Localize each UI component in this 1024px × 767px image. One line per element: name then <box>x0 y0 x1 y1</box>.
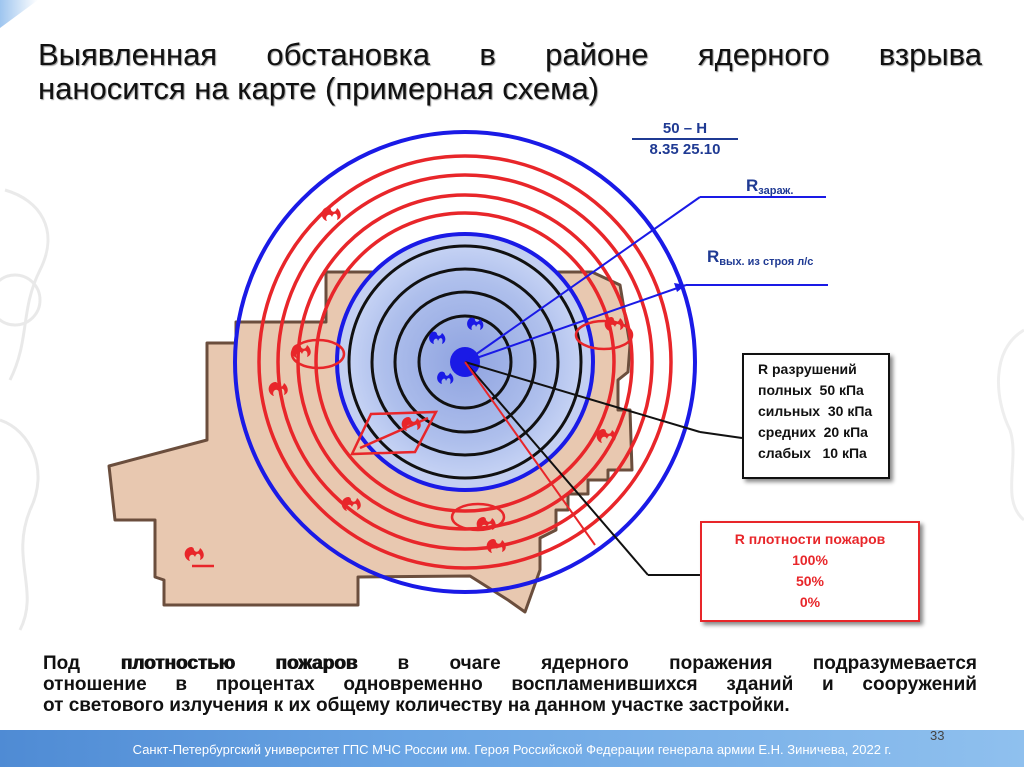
definition-line-2: отношение в процентах одновременно воспл… <box>43 674 977 695</box>
definition-line-3: от светового излучения к их общему колич… <box>43 695 790 716</box>
radius-pointer-lines <box>464 196 828 576</box>
footer-bar: Санкт-Петербургский университет ГПС МЧС … <box>0 730 1024 767</box>
destruction-row-strong: сильных 30 кПа <box>758 403 873 419</box>
fire-density-ring-4 <box>314 211 616 513</box>
title-line-2: наносится на карте (примерная схема) <box>38 71 599 106</box>
definition-line-1: Под плотностью пожаров в очаге ядерного … <box>43 653 977 674</box>
watermark-emblem-right <box>997 328 1024 522</box>
fire-density-ring-outer <box>257 154 673 570</box>
map-diagram <box>107 130 828 614</box>
contamination-radius-subscript: зараж. <box>758 185 794 197</box>
casualty-radius-subscript: вых. из строя л/с <box>719 256 814 268</box>
definition-line-1-rest: в очаге ядерного поражения подразумевает… <box>357 653 977 674</box>
blast-symbols <box>429 317 484 384</box>
corner-decoration <box>0 0 38 28</box>
page-number: 33 <box>930 728 945 743</box>
destruction-box-title: R разрушений <box>758 361 857 377</box>
fraction-denominator: 8.35 25.10 <box>649 141 721 158</box>
contamination-radius-label: Rзараж. <box>746 176 793 197</box>
fire-density-box: R плотности пожаров 100% 50% 0% <box>700 521 920 622</box>
footer-text: Санкт-Петербургский университет ГПС МЧС … <box>132 742 892 757</box>
fire-box-title: R плотности пожаров <box>734 531 886 547</box>
destruction-row-weak: слабых 10 кПа <box>758 445 867 461</box>
definition-prefix: Под <box>43 653 121 674</box>
fire-icons <box>184 206 624 561</box>
definition-term: плотностью пожаров <box>120 653 358 674</box>
definition-text: Под плотностью пожаров в очаге ядерного … <box>43 653 977 716</box>
fraction-numerator: 50 – Н <box>632 119 738 140</box>
slide-title: Выявленная обстановка в районе ядерного … <box>38 38 982 106</box>
destruction-ring-3 <box>370 267 560 457</box>
casualty-radius-symbol: R <box>707 247 720 266</box>
fire-row-50: 50% <box>795 573 825 589</box>
contamination-radius-ring <box>233 130 697 594</box>
watermark-emblem <box>0 188 50 631</box>
destruction-ring-1 <box>417 314 513 410</box>
fire-row-0: 0% <box>799 594 821 610</box>
fire-spread-arrows <box>192 319 634 568</box>
fire-density-ring-2 <box>276 173 654 551</box>
destruction-ring-2 <box>393 290 537 434</box>
explosion-fraction: 50 – Н 8.35 25.10 <box>632 119 738 159</box>
fire-row-100: 100% <box>792 552 828 568</box>
contamination-radius-symbol: R <box>746 176 759 195</box>
title-line-1: Выявленная обстановка в районе ядерного … <box>38 37 982 72</box>
casualty-radius-label: Rвых. из строя л/с <box>707 247 813 268</box>
destruction-row-full: полных 50 кПа <box>758 382 864 398</box>
destruction-row-medium: средних 20 кПа <box>758 424 868 440</box>
destruction-radius-box: R разрушений полных 50 кПа сильных 30 кП… <box>742 353 890 479</box>
